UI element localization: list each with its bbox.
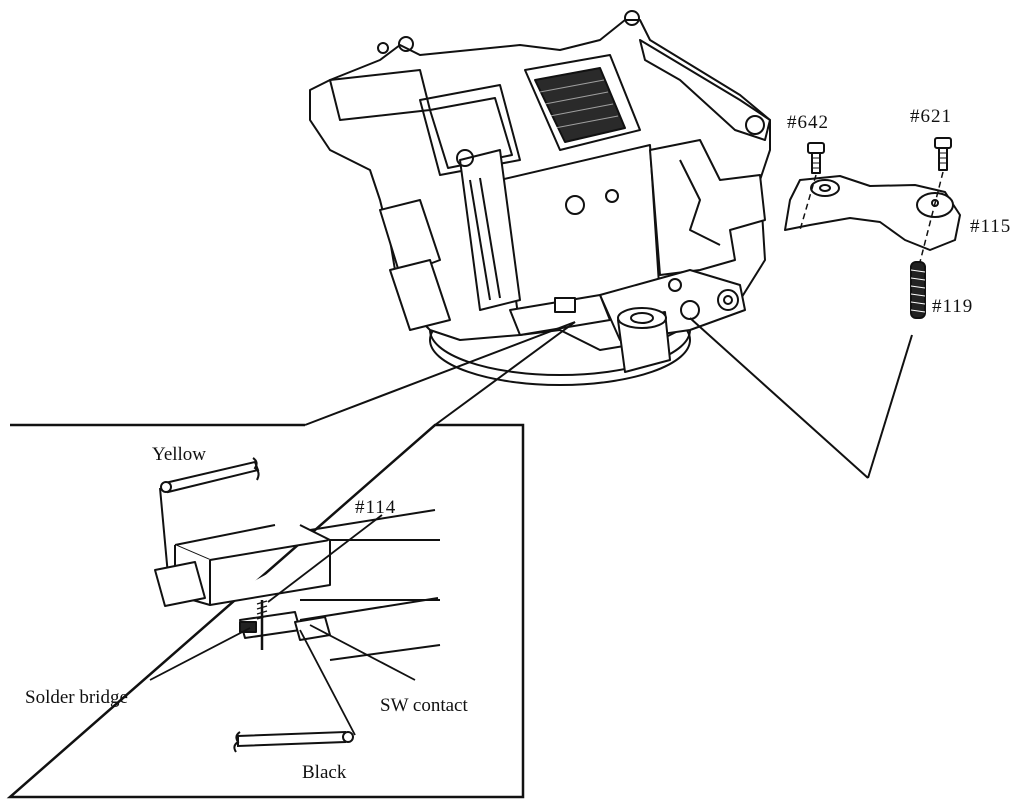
solder-bridge-label: Solder bridge — [25, 687, 128, 708]
part-621-label: #621 — [910, 106, 952, 127]
part-119-label: #119 — [932, 296, 973, 317]
screw-621-icon — [934, 137, 952, 171]
inset-leader-lines — [149, 514, 416, 736]
part-115-label: #115 — [970, 216, 1011, 237]
detail-inset-box — [6, 423, 525, 799]
yellow-wire-icon — [159, 457, 260, 576]
yellow-label: Yellow — [152, 444, 206, 465]
spring-119-icon — [910, 261, 926, 319]
mirror-box-assembly — [309, 10, 771, 386]
black-label: Black — [302, 762, 347, 783]
switch-housing — [154, 509, 441, 661]
detail-callout-lines — [304, 321, 576, 426]
part-114-label: #114 — [355, 497, 396, 518]
sw-contact-label: SW contact — [380, 695, 468, 716]
lever-115-icon — [784, 175, 961, 251]
exploded-lever-parts — [784, 137, 961, 319]
black-wire-icon — [233, 730, 354, 753]
screw-642-icon — [807, 142, 825, 174]
part-642-label: #642 — [787, 112, 829, 133]
installation-leader-lines — [689, 317, 913, 479]
